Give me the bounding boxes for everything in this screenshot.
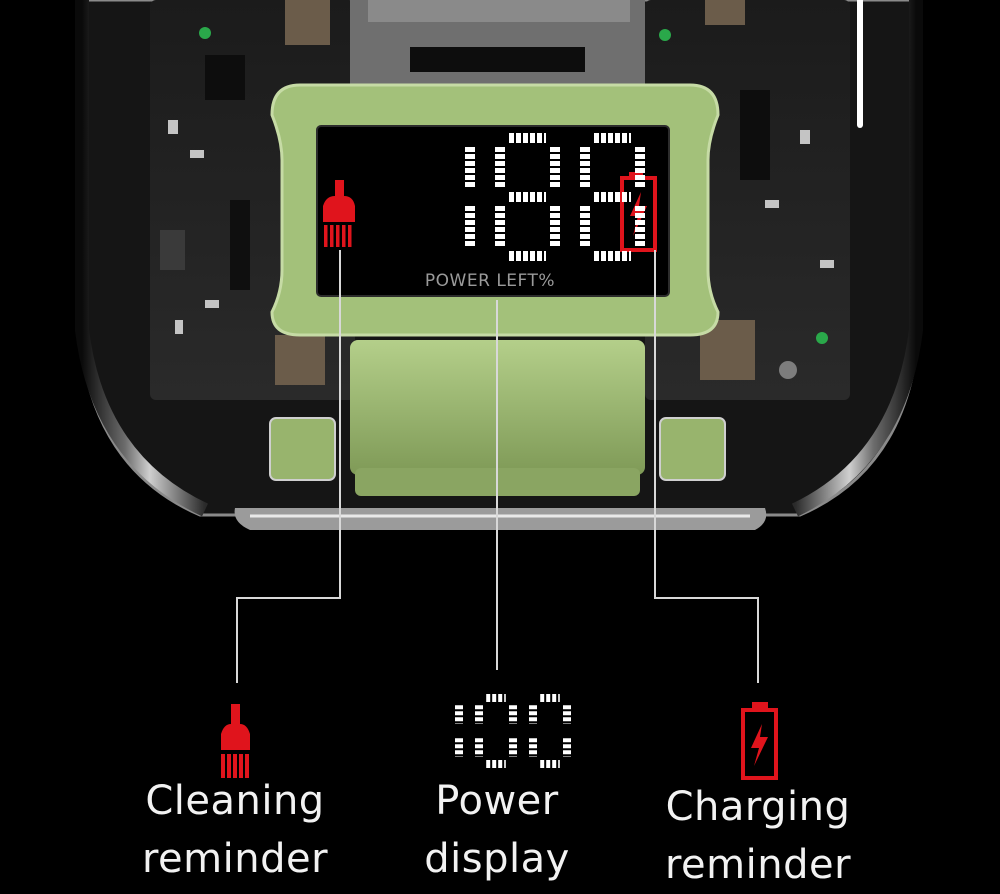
feature-charging-label: Charging reminder <box>643 778 873 894</box>
power-digits-icon <box>455 694 571 768</box>
feature-power-line2: display <box>424 836 570 882</box>
feature-power-label: Power display <box>382 772 612 888</box>
feature-cleaning-label: Cleaning reminder <box>120 772 350 888</box>
lcd-power-left-label: POWER LEFT% <box>424 271 556 291</box>
feature-cleaning-line2: reminder <box>141 836 329 882</box>
callout-line-cleaning <box>236 250 341 683</box>
callout-line-charging <box>654 250 759 683</box>
feature-cleaning-line1: Cleaning <box>145 778 325 824</box>
digit-1 <box>495 133 560 261</box>
charging-battery-icon <box>741 702 778 780</box>
lcd-digits <box>465 133 645 261</box>
digit-2 <box>580 133 645 261</box>
digit-2 <box>529 694 571 768</box>
callout-lines <box>236 250 759 683</box>
digit-1 <box>475 694 517 768</box>
feature-charging-line1: Charging <box>665 784 851 830</box>
feature-power-line1: Power <box>435 778 559 824</box>
cleaning-brush-icon <box>221 704 250 778</box>
feature-charging-line2: reminder <box>664 842 852 888</box>
lcd-cleaning-brush-icon <box>323 180 355 247</box>
